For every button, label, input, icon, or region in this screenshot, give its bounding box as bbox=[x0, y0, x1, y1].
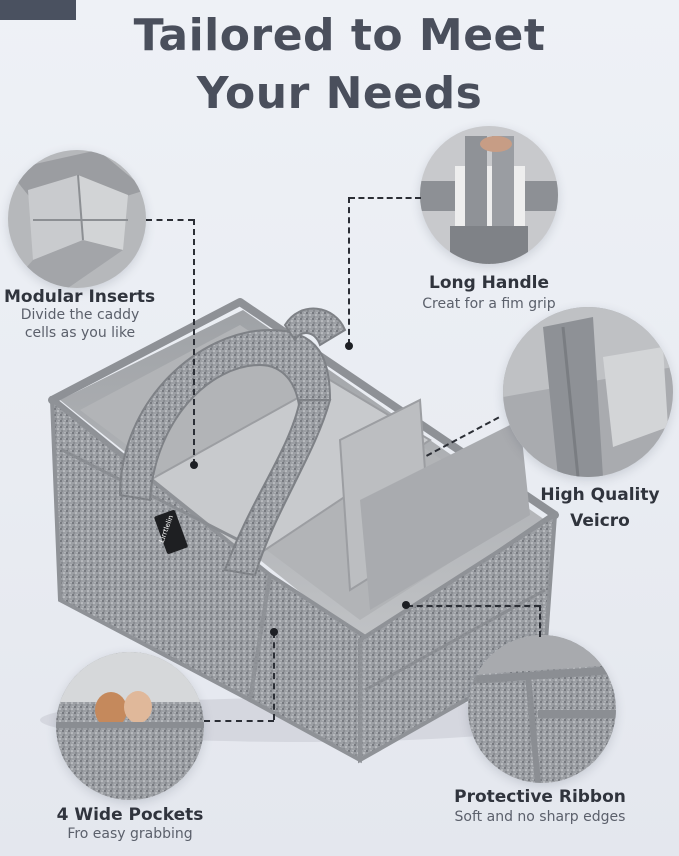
modular-inserts-subtitle-2: cells as you like bbox=[24, 325, 136, 341]
handle-back bbox=[283, 307, 347, 347]
connector-handle-v bbox=[348, 197, 350, 345]
dot-marker-icon bbox=[402, 601, 410, 609]
dot-marker-icon bbox=[345, 342, 353, 350]
ribbon-title: Protective Ribbon bbox=[454, 787, 626, 807]
compartment-right bbox=[360, 420, 530, 610]
headline-line-1: Tailored to Meet bbox=[133, 10, 546, 61]
dot-marker-icon bbox=[270, 628, 278, 636]
modular-inserts-subtitle-1: Divide the caddy bbox=[20, 307, 140, 323]
wide-pockets-title: 4 Wide Pockets bbox=[56, 805, 204, 825]
connector-modular-v bbox=[193, 219, 195, 465]
velcro-title-1: High Quality bbox=[540, 485, 660, 505]
long-handle-photo bbox=[420, 126, 558, 264]
dot-marker-icon bbox=[190, 461, 198, 469]
wide-pockets-subtitle: Fro easy grabbing bbox=[67, 826, 193, 842]
ribbon-photo bbox=[468, 635, 616, 783]
connector-ribbon-v bbox=[539, 605, 541, 637]
corner-tab bbox=[0, 0, 76, 20]
headline-line-2: Your Needs bbox=[196, 68, 483, 119]
long-handle-subtitle: Creat for a fim grip bbox=[422, 296, 556, 312]
wide-pockets-photo bbox=[56, 652, 204, 800]
velcro-photo bbox=[503, 307, 673, 477]
pocket-seam-left bbox=[61, 448, 263, 554]
connector-handle-h bbox=[349, 197, 421, 199]
connector-pockets-h bbox=[204, 720, 274, 722]
connector-modular-h bbox=[146, 219, 194, 221]
connector-pockets-v bbox=[273, 632, 275, 720]
long-handle-title: Long Handle bbox=[428, 273, 550, 293]
connector-ribbon-h bbox=[407, 605, 540, 607]
handle-strap bbox=[223, 399, 332, 577]
brand-tag-bg bbox=[154, 510, 188, 554]
ribbon-subtitle: Soft and no sharp edges bbox=[454, 809, 626, 825]
velcro-title-2: Veicro bbox=[570, 511, 630, 531]
modular-inserts-title: Modular Inserts bbox=[4, 287, 156, 307]
modular-inserts-photo bbox=[8, 150, 146, 288]
